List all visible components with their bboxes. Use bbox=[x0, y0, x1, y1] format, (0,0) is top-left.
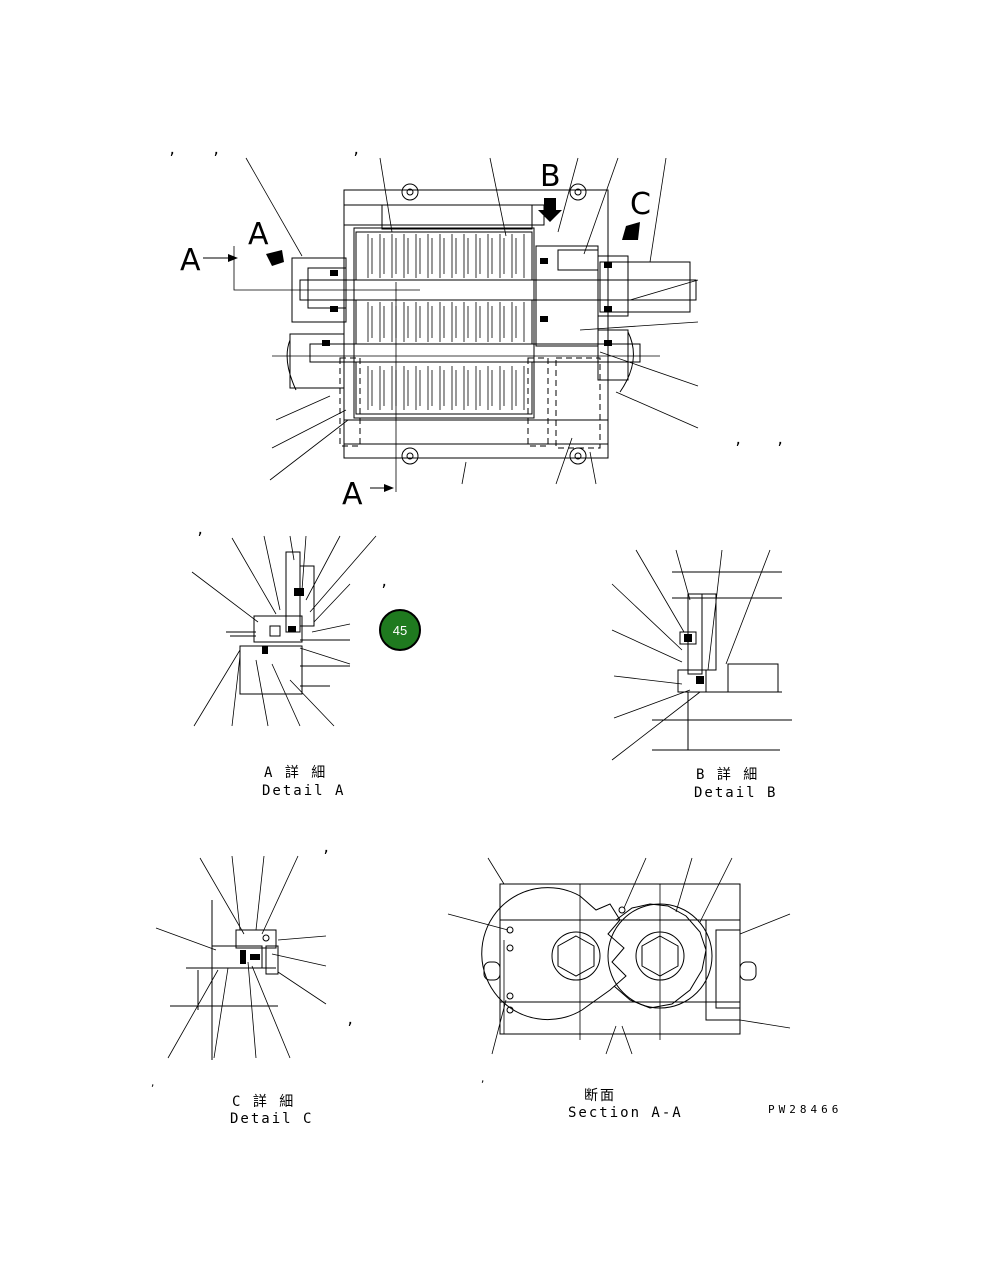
section-letter-a-bottom: A bbox=[342, 477, 363, 512]
lower-rotor-discs bbox=[355, 361, 533, 415]
separator-mark: , bbox=[196, 522, 204, 538]
separator-mark: , bbox=[352, 142, 360, 158]
bearing-blocks bbox=[322, 258, 612, 346]
middle-rotor-discs bbox=[355, 299, 533, 345]
detail-a-view: A 詳 細 Detail A bbox=[191, 535, 377, 799]
separator-mark: , bbox=[212, 142, 220, 158]
separator-mark: , bbox=[322, 840, 330, 856]
separator-mark: , bbox=[346, 1012, 354, 1028]
upper-rotor-discs bbox=[355, 231, 533, 281]
detail-a-title-en: Detail A bbox=[262, 783, 345, 799]
section-dot-row: , bbox=[480, 1075, 493, 1085]
detail-a-title-jp: A 詳 細 bbox=[264, 765, 327, 781]
page-badge: 45 bbox=[379, 609, 421, 651]
main-leader-lines bbox=[245, 157, 699, 485]
section-letter-a-left: A bbox=[180, 243, 201, 278]
detail-c-dot-row: , bbox=[150, 1079, 163, 1089]
separator-mark: , bbox=[776, 432, 784, 448]
detail-letter-a: A bbox=[248, 217, 269, 252]
detail-letter-c: C bbox=[630, 187, 651, 222]
section-aa-title-jp: 断面 bbox=[584, 1088, 616, 1104]
detail-c-view: , C 詳 細 Detail C bbox=[150, 855, 327, 1127]
detail-b-arrow bbox=[538, 198, 562, 222]
section-aa-title-en: Section A-A bbox=[568, 1105, 683, 1121]
left-rotor-section bbox=[481, 887, 627, 1021]
section-aa-view: , 断面 Section A-A bbox=[447, 857, 791, 1121]
badge-number: 45 bbox=[393, 623, 407, 638]
detail-a-arrow bbox=[266, 250, 284, 266]
detail-b-view: B 詳 細 Detail B bbox=[611, 549, 792, 801]
drawing-number: PW28466 bbox=[768, 1103, 842, 1116]
detail-c-title-jp: C 詳 細 bbox=[232, 1094, 295, 1110]
detail-c-title-en: Detail C bbox=[230, 1111, 313, 1127]
detail-c-arrow bbox=[622, 222, 640, 240]
separator-mark: , bbox=[168, 142, 176, 158]
separator-mark: , bbox=[380, 574, 388, 590]
detail-letter-b: B bbox=[540, 159, 561, 194]
detail-b-title-en: Detail B bbox=[694, 785, 777, 801]
separator-mark: , bbox=[734, 432, 742, 448]
detail-b-title-jp: B 詳 細 bbox=[696, 767, 759, 783]
main-assembly-view: A A A B C , , , , , , , bbox=[168, 142, 784, 1028]
